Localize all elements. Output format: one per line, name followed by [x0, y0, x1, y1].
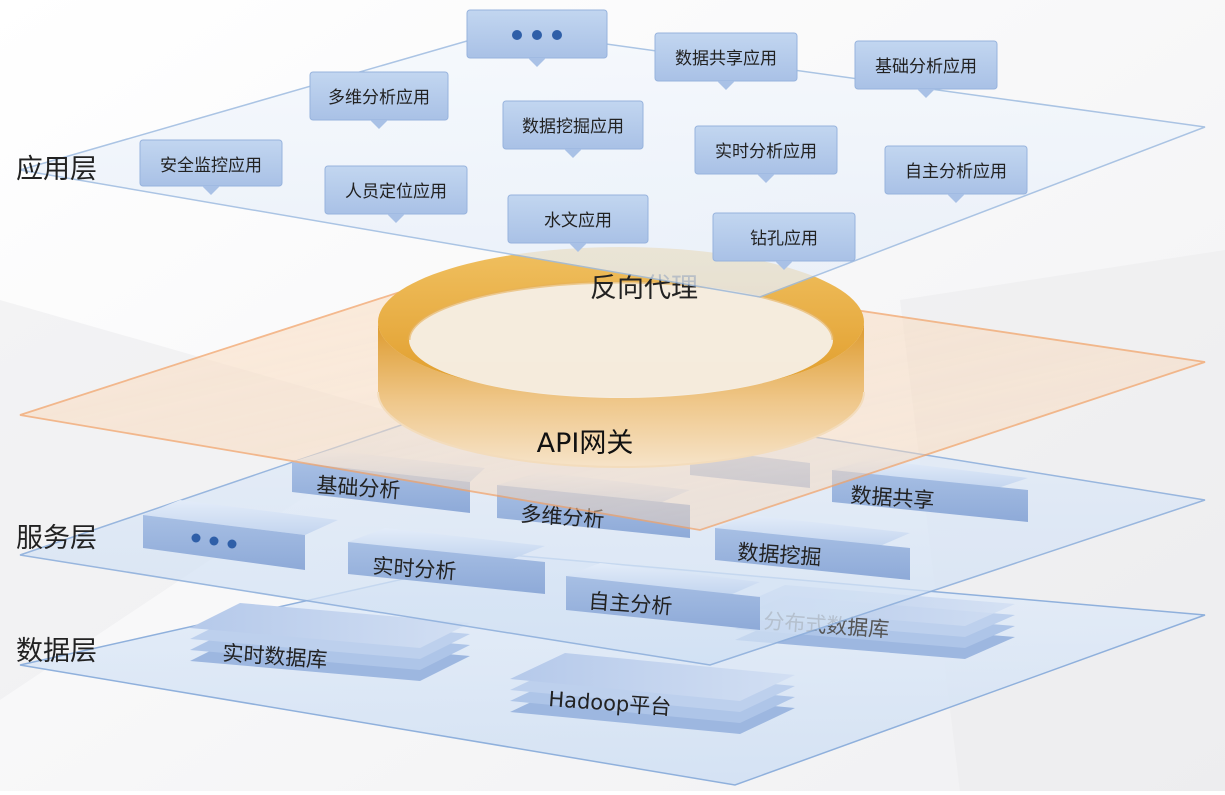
app-bubble-ellipsis — [466, 9, 608, 67]
svg-text:水文应用: 水文应用 — [544, 211, 612, 231]
ellipsis-dot-icon — [191, 533, 201, 543]
app-bubble: 多维分析应用 — [309, 71, 449, 129]
app-bubble: 水文应用 — [507, 194, 649, 252]
app-bubble: 数据共享应用 — [654, 32, 798, 90]
svg-text:数据挖掘应用: 数据挖掘应用 — [522, 117, 624, 137]
app-bubble: 实时分析应用 — [694, 125, 838, 183]
app-bubble: 人员定位应用 — [324, 165, 468, 223]
service-block-label: 数据挖掘 — [737, 540, 822, 570]
layer-label-data: 数据层 — [16, 636, 97, 667]
service-block-realtime-analysis — [348, 528, 545, 594]
app-bubble: 基础分析应用 — [854, 40, 998, 98]
ellipsis-dot-icon — [512, 30, 522, 40]
app-bubble: 数据挖掘应用 — [502, 100, 644, 158]
svg-text:数据共享应用: 数据共享应用 — [675, 49, 777, 69]
data-store-realtime-db — [190, 603, 470, 681]
app-bubble: 钻孔应用 — [712, 212, 856, 270]
service-block-self-analysis — [566, 563, 760, 630]
svg-text:钻孔应用: 钻孔应用 — [750, 229, 818, 249]
service-block-ellipsis — [143, 500, 338, 570]
ellipsis-dot-icon — [227, 539, 237, 549]
service-block-data-mining — [715, 515, 910, 580]
svg-text:多维分析应用: 多维分析应用 — [328, 88, 430, 108]
app-bubble: 自主分析应用 — [884, 145, 1028, 203]
svg-text:实时分析应用: 实时分析应用 — [715, 142, 817, 162]
layer-label-application: 应用层 — [16, 154, 97, 185]
service-block-label: 基础分析 — [316, 473, 401, 503]
service-block-label: 自主分析 — [588, 589, 673, 619]
svg-text:自主分析应用: 自主分析应用 — [905, 162, 1007, 182]
service-block-label: 实时分析 — [372, 554, 457, 584]
app-bubble: 安全监控应用 — [139, 139, 283, 195]
ellipsis-dot-icon — [552, 30, 562, 40]
svg-text:基础分析应用: 基础分析应用 — [875, 57, 977, 77]
data-store-hadoop — [510, 653, 795, 734]
ellipsis-dot-icon — [532, 30, 542, 40]
gateway-bottom-label: API网关 — [537, 428, 634, 459]
layer-label-service: 服务层 — [16, 523, 97, 554]
service-block-label: 数据共享 — [850, 483, 935, 513]
svg-text:人员定位应用: 人员定位应用 — [345, 182, 447, 202]
ellipsis-dot-icon — [209, 536, 219, 546]
svg-text:安全监控应用: 安全监控应用 — [160, 156, 262, 176]
